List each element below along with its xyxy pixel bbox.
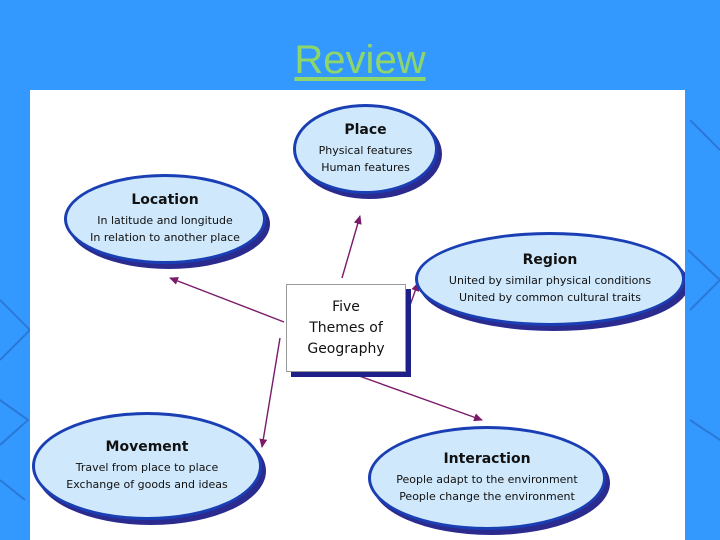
movement-node: Movement Travel from place to place Exch…	[32, 412, 262, 520]
place-line-1: Physical features	[318, 144, 413, 157]
place-node: Place Physical features Human features	[293, 104, 438, 194]
location-line-2: In relation to another place	[90, 231, 240, 244]
arrow-to-interaction	[347, 371, 483, 422]
arrow-to-movement	[259, 337, 281, 448]
location-node: Location In latitude and longitude In re…	[64, 174, 266, 264]
interaction-title: Interaction	[443, 451, 531, 467]
center-line-3: Geography	[307, 340, 385, 357]
arrow-to-place	[341, 215, 362, 279]
place-line-2: Human features	[321, 161, 410, 174]
arrow-to-location	[169, 277, 285, 323]
movement-title: Movement	[105, 439, 189, 455]
location-title: Location	[131, 192, 199, 208]
movement-line-1: Travel from place to place	[75, 461, 219, 474]
connector-arrows	[169, 215, 483, 448]
region-line-2: United by common cultural traits	[459, 291, 641, 304]
movement-line-2: Exchange of goods and ideas	[66, 478, 228, 491]
diagram-panel: Place Physical features Human features L…	[30, 90, 685, 540]
region-title: Region	[522, 252, 578, 268]
location-line-1: In latitude and longitude	[97, 214, 233, 227]
arrow-to-region	[403, 282, 420, 323]
place-title: Place	[344, 122, 387, 138]
interaction-node: Interaction People adapt to the environm…	[368, 426, 606, 530]
region-line-1: United by similar physical conditions	[448, 274, 652, 287]
center-topic-box: Five Themes of Geography	[286, 284, 406, 372]
region-node: Region United by similar physical condit…	[415, 232, 685, 326]
interaction-line-2: People change the environment	[399, 490, 575, 503]
slide-title: Review	[294, 38, 426, 82]
interaction-line-1: People adapt to the environment	[396, 473, 578, 486]
center-line-1: Five	[332, 298, 360, 315]
center-line-2: Themes of	[309, 319, 383, 336]
